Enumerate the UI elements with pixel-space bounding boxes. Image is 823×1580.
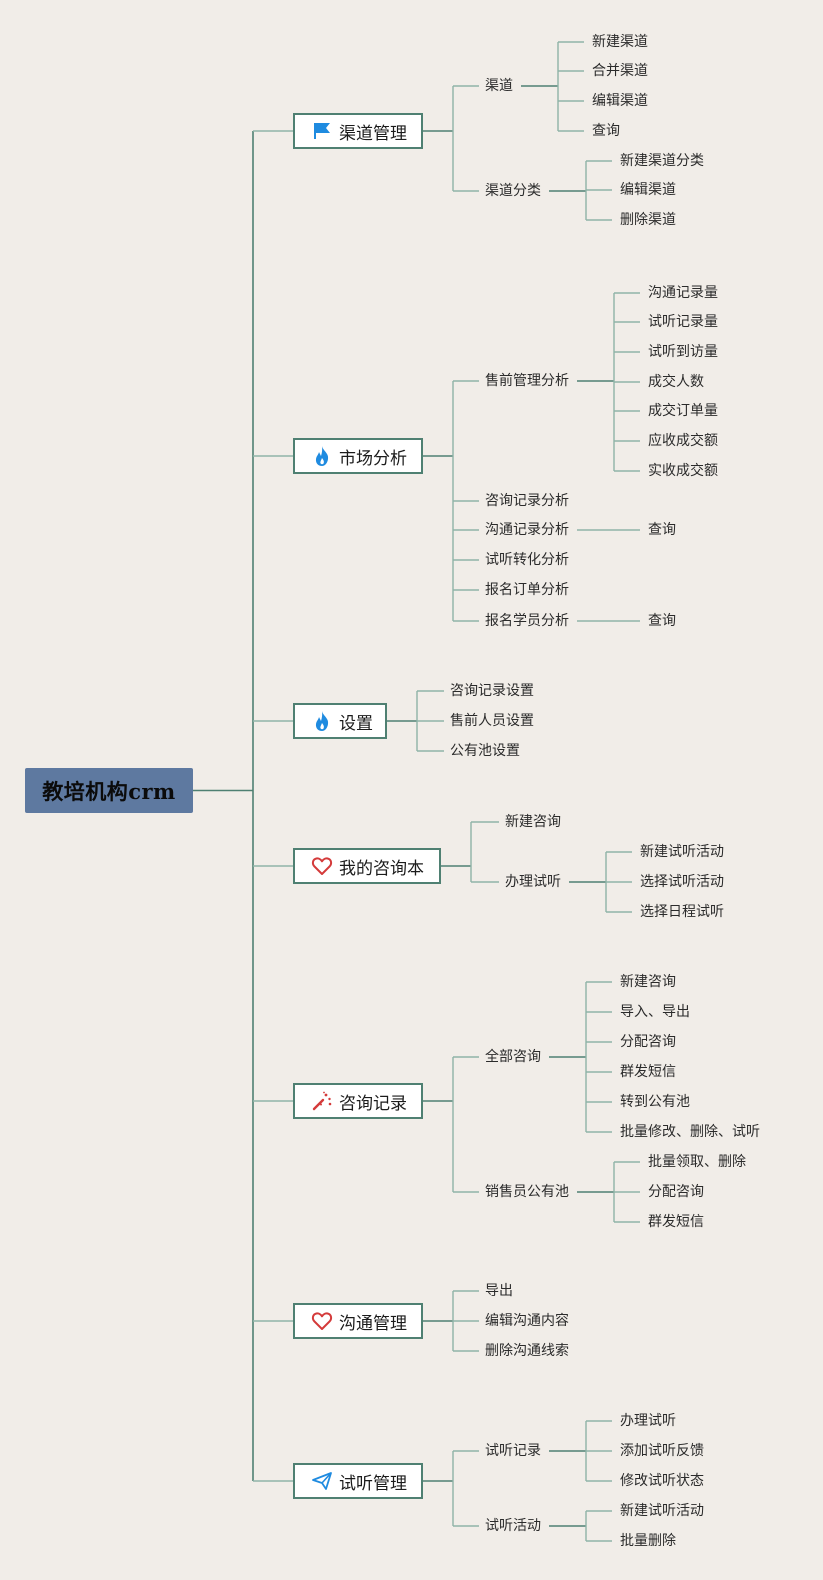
child-node[interactable]: 删除沟通线索 <box>485 1343 569 1359</box>
flame-icon <box>311 710 333 732</box>
branch-node-3[interactable]: 设置 <box>293 703 387 739</box>
flame-icon <box>311 445 333 467</box>
root-node-label: 教培机构crm <box>42 778 176 804</box>
leaf-node[interactable]: 修改试听状态 <box>620 1473 704 1489</box>
child-node[interactable]: 导出 <box>485 1283 513 1299</box>
child-node[interactable]: 报名订单分析 <box>485 582 569 598</box>
branch-label: 市场分析 <box>339 448 407 469</box>
child-node[interactable]: 公有池设置 <box>450 743 520 759</box>
branch-label: 设置 <box>339 713 373 734</box>
leaf-node[interactable]: 应收成交额 <box>648 433 718 449</box>
child-node[interactable]: 编辑沟通内容 <box>485 1313 569 1329</box>
child-node[interactable]: 销售员公有池 <box>485 1184 569 1200</box>
child-node[interactable]: 新建咨询 <box>505 814 561 830</box>
child-node[interactable]: 试听记录 <box>485 1443 541 1459</box>
child-node[interactable]: 售前管理分析 <box>485 373 569 389</box>
leaf-node[interactable]: 新建试听活动 <box>640 844 724 860</box>
leaf-node[interactable]: 批量领取、删除 <box>648 1154 746 1170</box>
leaf-node[interactable]: 选择试听活动 <box>640 874 724 890</box>
flag-icon <box>311 120 333 142</box>
child-node[interactable]: 渠道 <box>485 78 513 94</box>
heart-icon <box>311 1310 333 1332</box>
branch-node-1[interactable]: 渠道管理 <box>293 113 423 149</box>
leaf-node[interactable]: 新建渠道 <box>592 34 648 50</box>
branch-label: 试听管理 <box>339 1473 407 1494</box>
leaf-node[interactable]: 查询 <box>648 613 676 629</box>
leaf-node[interactable]: 沟通记录量 <box>648 285 718 301</box>
leaf-node[interactable]: 新建咨询 <box>620 974 676 990</box>
child-node[interactable]: 售前人员设置 <box>450 713 534 729</box>
root-node[interactable]: 教培机构crm <box>25 768 193 813</box>
child-node[interactable]: 咨询记录分析 <box>485 493 569 509</box>
child-node[interactable]: 沟通记录分析 <box>485 522 569 538</box>
leaf-node[interactable]: 分配咨询 <box>648 1184 704 1200</box>
leaf-node[interactable]: 导入、导出 <box>620 1004 690 1020</box>
leaf-node[interactable]: 查询 <box>592 123 620 139</box>
leaf-node[interactable]: 查询 <box>648 522 676 538</box>
branch-node-4[interactable]: 我的咨询本 <box>293 848 441 884</box>
leaf-node[interactable]: 成交人数 <box>648 374 704 390</box>
leaf-node[interactable]: 新建试听活动 <box>620 1503 704 1519</box>
branch-node-6[interactable]: 沟通管理 <box>293 1303 423 1339</box>
leaf-node[interactable]: 实收成交额 <box>648 463 718 479</box>
leaf-node[interactable]: 删除渠道 <box>620 212 676 228</box>
leaf-node[interactable]: 群发短信 <box>620 1064 676 1080</box>
leaf-node[interactable]: 分配咨询 <box>620 1034 676 1050</box>
child-node[interactable]: 全部咨询 <box>485 1049 541 1065</box>
branch-label: 渠道管理 <box>339 123 407 144</box>
leaf-node[interactable]: 批量删除 <box>620 1533 676 1549</box>
leaf-node[interactable]: 群发短信 <box>648 1214 704 1230</box>
magic-wand-icon <box>311 1090 333 1112</box>
child-node[interactable]: 办理试听 <box>505 874 561 890</box>
child-node[interactable]: 咨询记录设置 <box>450 683 534 699</box>
leaf-node[interactable]: 编辑渠道 <box>620 182 676 198</box>
branch-label: 沟通管理 <box>339 1313 407 1334</box>
leaf-node[interactable]: 试听记录量 <box>648 314 718 330</box>
leaf-node[interactable]: 转到公有池 <box>620 1094 690 1110</box>
leaf-node[interactable]: 合并渠道 <box>592 63 648 79</box>
child-node[interactable]: 试听活动 <box>485 1518 541 1534</box>
branch-node-5[interactable]: 咨询记录 <box>293 1083 423 1119</box>
child-node[interactable]: 渠道分类 <box>485 183 541 199</box>
leaf-node[interactable]: 办理试听 <box>620 1413 676 1429</box>
heart-icon <box>311 855 333 877</box>
branch-node-2[interactable]: 市场分析 <box>293 438 423 474</box>
paper-plane-icon <box>311 1470 333 1492</box>
leaf-node[interactable]: 新建渠道分类 <box>620 153 704 169</box>
leaf-node[interactable]: 编辑渠道 <box>592 93 648 109</box>
leaf-node[interactable]: 批量修改、删除、试听 <box>620 1124 760 1140</box>
branch-label: 咨询记录 <box>339 1093 407 1114</box>
leaf-node[interactable]: 添加试听反馈 <box>620 1443 704 1459</box>
child-node[interactable]: 试听转化分析 <box>485 552 569 568</box>
leaf-node[interactable]: 试听到访量 <box>648 344 718 360</box>
leaf-node[interactable]: 选择日程试听 <box>640 904 724 920</box>
leaf-node[interactable]: 成交订单量 <box>648 403 718 419</box>
branch-node-7[interactable]: 试听管理 <box>293 1463 423 1499</box>
branch-label: 我的咨询本 <box>339 858 424 879</box>
child-node[interactable]: 报名学员分析 <box>485 613 569 629</box>
